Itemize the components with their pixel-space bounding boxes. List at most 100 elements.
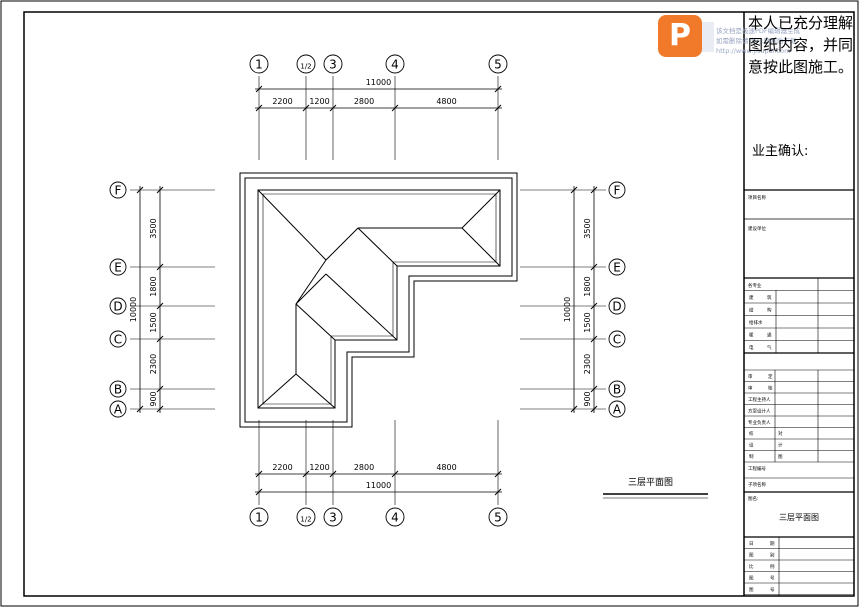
dimension-text: 1800 <box>149 276 158 296</box>
approval-label: 审 <box>748 385 753 392</box>
dimension-tick <box>329 104 337 112</box>
row-axis-label: A <box>613 403 622 417</box>
column-axis-bubble-bottom <box>296 507 316 527</box>
dimension-tick <box>590 405 598 413</box>
row-axis-label: F <box>115 184 122 198</box>
drawing-name-label: 图名: <box>748 495 759 502</box>
discipline-item: 筑 <box>767 294 772 301</box>
row-axis-bubble-right <box>608 181 626 199</box>
check-label: 图 <box>778 454 783 460</box>
sheet-info-label: 期 <box>770 541 775 547</box>
dimension-tick <box>136 405 144 413</box>
dimension-text: 3500 <box>583 218 592 238</box>
row-axis-bubble-left <box>109 380 127 398</box>
row-axis-label: E <box>613 261 621 275</box>
row-axis-label: A <box>114 403 123 417</box>
sheet-info-label: 图 <box>749 587 754 593</box>
row-axis-bubble-left <box>109 181 127 199</box>
row-axis-label: E <box>114 261 122 275</box>
sheet-info-label: 图 <box>749 576 754 582</box>
dimension-total-text: 11000 <box>366 481 391 490</box>
discipline-item: 电 <box>749 344 754 351</box>
sheet-info-label: 别 <box>770 552 775 559</box>
dimension-tick <box>136 186 144 194</box>
column-axis-bubble-bottom <box>488 507 508 527</box>
roof-valley-line <box>357 227 398 267</box>
column-axis-label: 1 <box>255 58 263 72</box>
column-axis-label: 4 <box>391 58 399 72</box>
dimension-tick <box>302 104 310 112</box>
column-axis-bubble-bottom <box>249 507 269 527</box>
drawing-name-value: 三层平面图 <box>779 513 819 522</box>
dimension-text: 1500 <box>149 312 158 332</box>
watermark-line: http://www.jisupdf.com <box>716 47 791 55</box>
watermark-line: 如需删除请访问:联网后下载 <box>716 37 797 45</box>
row-axis-label: C <box>613 333 621 347</box>
roof-hip-line <box>295 273 327 305</box>
dimension-tick <box>494 488 502 496</box>
discipline-item: 建 <box>749 294 754 301</box>
column-axis-bubble-bottom <box>385 507 405 527</box>
sheet-info-label: 图 <box>749 553 754 559</box>
watermark-text: 该文档是极速PDF编辑器生成 如需删除请访问:联网后下载 http://www.… <box>716 26 806 56</box>
dimension-tick <box>255 104 263 112</box>
dimension-text: 1800 <box>583 276 592 296</box>
check-label: 制 <box>749 453 754 460</box>
dimension-text: 4800 <box>436 463 456 472</box>
dimension-tick <box>255 85 263 93</box>
dimension-tick <box>156 335 164 343</box>
dimension-tick <box>391 470 399 478</box>
discipline-item: 通 <box>767 332 772 339</box>
build-unit-label: 建设单位 <box>748 225 766 232</box>
roof-hip-line <box>325 227 359 261</box>
discipline-label: 各专业 <box>748 282 762 289</box>
column-axis-bubble-top <box>296 54 316 74</box>
row-axis-label: F <box>614 184 621 198</box>
column-axis-label: 5 <box>494 511 502 525</box>
row-axis-bubble-right <box>608 380 626 398</box>
roof-hip-line <box>461 227 501 267</box>
dimension-text: 1200 <box>309 463 329 472</box>
row-axis-bubble-right <box>608 258 626 276</box>
dimension-text: 4800 <box>436 97 456 106</box>
dimension-tick <box>156 263 164 271</box>
dimension-text: 2200 <box>272 463 292 472</box>
dimension-tick <box>255 470 263 478</box>
roof-outline-middle <box>244 177 513 423</box>
dimension-tick <box>329 470 337 478</box>
sub-item-label: 子项名称 <box>748 481 766 488</box>
dimension-tick <box>302 470 310 478</box>
column-axis-label: 4 <box>391 511 399 525</box>
roof-hip-line <box>257 373 297 409</box>
dimension-tick <box>494 470 502 478</box>
watermark-line: 该文档是极速PDF编辑器生成 <box>716 27 801 35</box>
sheet-info-label: 号 <box>770 576 775 582</box>
row-axis-label: C <box>114 333 122 347</box>
row-axis-bubble-right <box>608 330 626 348</box>
column-axis-label: 1/2 <box>300 516 311 524</box>
drawing-title: 三层平面图 <box>628 477 673 488</box>
sheet-inner-border <box>23 11 855 597</box>
pdf-logo-icon: P <box>658 15 702 57</box>
column-axis-bubble-bottom <box>323 507 343 527</box>
dimension-tick <box>156 385 164 393</box>
dimension-tick <box>590 335 598 343</box>
sheet-info-label: 比 <box>749 563 754 570</box>
dimension-tick <box>156 405 164 413</box>
approval-label: 专业负责人 <box>748 419 771 426</box>
sheet-info-label: 日 <box>749 541 754 547</box>
dimension-total-text: 11000 <box>366 78 391 87</box>
project-name-label: 项目名称 <box>748 194 766 201</box>
row-axis-label: D <box>113 300 122 314</box>
dimension-tick <box>590 186 598 194</box>
roof-valley-line <box>295 303 336 341</box>
dimension-tick <box>570 186 578 194</box>
dimension-tick <box>570 405 578 413</box>
row-axis-bubble-left <box>109 330 127 348</box>
check-label: 校 <box>749 430 754 437</box>
dimension-text: 2200 <box>272 97 292 106</box>
